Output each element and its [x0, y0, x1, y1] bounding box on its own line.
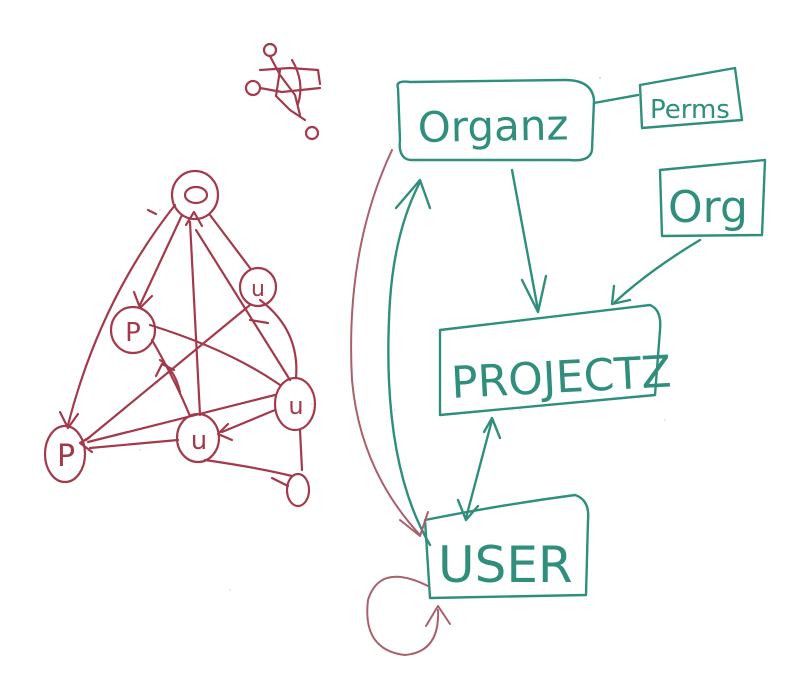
- stick-figure-doodle: [244, 42, 322, 141]
- node-p-left-label: P: [57, 439, 75, 474]
- projects-label: PROJECTZ: [450, 347, 673, 409]
- node-small-bottom: [285, 472, 311, 508]
- user-box: USER: [423, 493, 590, 600]
- node-u-upper-right-label: u: [251, 277, 265, 302]
- permissions-box: Perms: [592, 66, 744, 130]
- connectors: [350, 149, 702, 547]
- permissions-label: Perms: [650, 95, 730, 125]
- board-specks: [139, 76, 666, 591]
- node-graph: P u u u P: [43, 169, 317, 508]
- node-u-middle-label: u: [191, 426, 207, 456]
- node-u-right-label: u: [288, 392, 303, 420]
- user-self-loop: [366, 575, 451, 656]
- organizations-label: Organz: [417, 100, 568, 152]
- node-p-left: [43, 424, 87, 484]
- org-box: Org: [658, 158, 767, 238]
- node-u-upper-right: [238, 266, 278, 308]
- org-label: Org: [668, 182, 748, 233]
- organizations-box: Organz: [396, 78, 596, 162]
- node-p-upper-label: P: [125, 318, 141, 348]
- user-label: USER: [438, 536, 573, 594]
- node-top: [170, 169, 220, 221]
- node-p-upper: [109, 305, 157, 355]
- projects-box: PROJECTZ: [438, 303, 673, 417]
